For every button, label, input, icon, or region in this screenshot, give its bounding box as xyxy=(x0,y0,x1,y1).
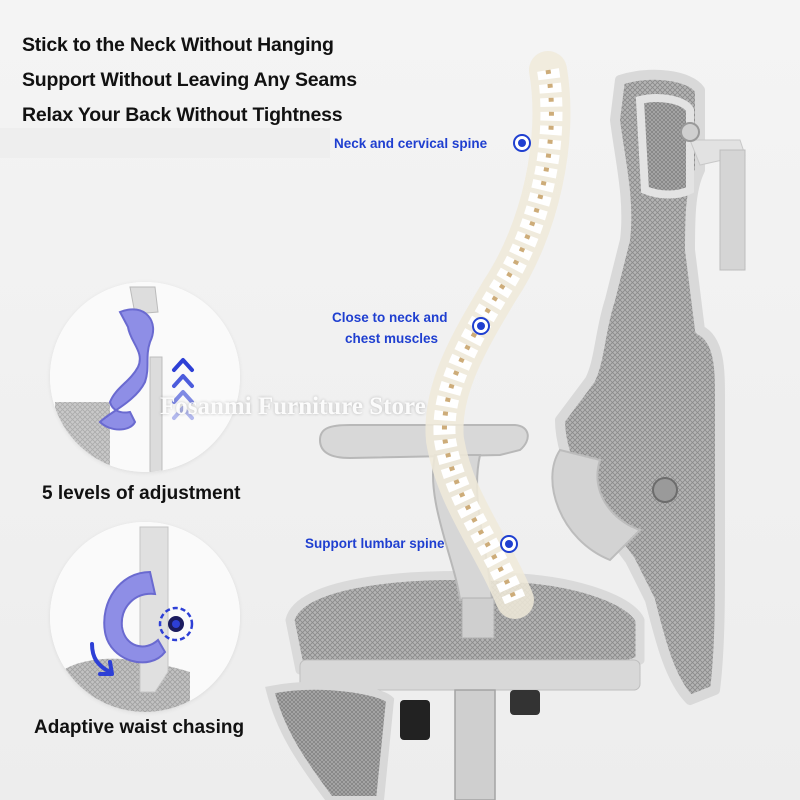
lumbar-detail-circle xyxy=(50,522,240,712)
chair-back xyxy=(551,69,746,705)
headrest xyxy=(635,94,694,199)
feature-lumbar-label: Adaptive waist chasing xyxy=(34,717,245,738)
callout-chest-line2: chest muscles xyxy=(345,331,439,346)
headline-2: Support Without Leaving Any Seams xyxy=(22,69,357,91)
neck-marker-icon xyxy=(513,134,531,152)
rotate-arrow-icon xyxy=(158,606,194,642)
spine-illustration xyxy=(425,51,571,619)
callout-chest-line1: Close to neck and xyxy=(332,310,448,325)
lumbar-detail-image xyxy=(50,522,240,712)
store-watermark: Fosanmi Furniture Store xyxy=(160,393,426,420)
headline-1: Stick to the Neck Without Hanging xyxy=(22,34,334,56)
lumbar-marker-icon xyxy=(500,535,518,553)
up-arrows-icon xyxy=(172,358,194,420)
down-arrow-icon xyxy=(90,642,114,676)
headrest-detail-circle xyxy=(50,282,240,472)
feature-headrest-label: 5 levels of adjustment xyxy=(42,483,241,504)
callout-lumbar-label: Support lumbar spine xyxy=(305,536,445,551)
headrest-detail-image xyxy=(50,282,240,472)
headline-3: Relax Your Back Without Tightness xyxy=(22,104,343,126)
callout-neck-label: Neck and cervical spine xyxy=(334,136,488,151)
chest-marker-icon xyxy=(472,317,490,335)
